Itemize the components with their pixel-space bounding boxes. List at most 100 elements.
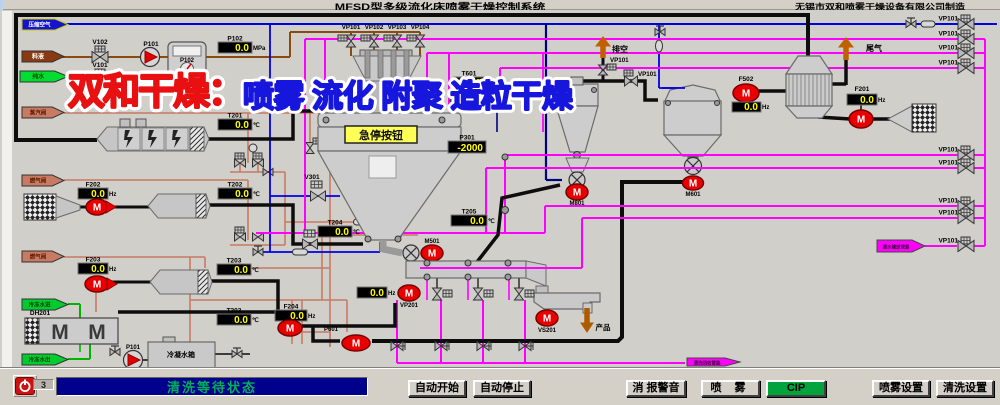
svg-text:0.0: 0.0 xyxy=(91,264,105,275)
svg-text:Hz: Hz xyxy=(109,192,116,198)
svg-text:℃: ℃ xyxy=(485,80,492,87)
svg-text:℃: ℃ xyxy=(252,317,259,324)
svg-text:P601: P601 xyxy=(324,327,339,333)
svg-text:VP101: VP101 xyxy=(938,160,958,167)
svg-text:T201: T201 xyxy=(228,113,243,120)
svg-text:F202: F202 xyxy=(86,182,101,189)
svg-text:M: M xyxy=(93,280,101,291)
svg-text:VP101: VP101 xyxy=(938,147,958,154)
svg-text:P301: P301 xyxy=(459,135,475,142)
svg-text:0.0: 0.0 xyxy=(744,102,758,113)
svg-text:T204: T204 xyxy=(328,220,343,227)
svg-text:T205: T205 xyxy=(462,209,477,216)
svg-text:冷凝水箱: 冷凝水箱 xyxy=(167,350,195,359)
svg-text:M: M xyxy=(405,289,413,300)
svg-text:M: M xyxy=(51,321,69,344)
svg-text:M: M xyxy=(742,89,750,100)
svg-text:0.0: 0.0 xyxy=(335,227,349,238)
svg-text:燃气阀: 燃气阀 xyxy=(30,253,47,261)
svg-text:-2000: -2000 xyxy=(457,143,483,154)
svg-text:℃: ℃ xyxy=(353,229,360,236)
svg-text:V301: V301 xyxy=(304,174,320,181)
svg-text:冷冻水出: 冷冻水出 xyxy=(28,356,51,364)
svg-text:F502: F502 xyxy=(739,76,754,83)
svg-text:喷雾 流化 附聚 造粒干燥: 喷雾 流化 附聚 造粒干燥 xyxy=(243,79,574,114)
svg-text:T601: T601 xyxy=(462,71,477,78)
svg-text:Hz: Hz xyxy=(388,291,395,297)
svg-text:Hz: Hz xyxy=(878,98,885,104)
svg-text:F204: F204 xyxy=(284,304,299,311)
svg-text:VP102: VP102 xyxy=(365,24,384,31)
svg-text:M: M xyxy=(543,314,551,325)
svg-text:清洗回收管路: 清洗回收管路 xyxy=(694,359,721,366)
svg-text:M: M xyxy=(286,324,294,335)
svg-text:VP101: VP101 xyxy=(938,198,958,205)
svg-text:P102: P102 xyxy=(227,36,243,43)
svg-text:F203: F203 xyxy=(86,257,101,264)
svg-text:M501: M501 xyxy=(424,239,440,245)
svg-text:T203: T203 xyxy=(227,258,242,265)
svg-text:V101: V101 xyxy=(92,62,108,69)
svg-text:P101: P101 xyxy=(126,345,141,351)
svg-text:T203: T203 xyxy=(227,308,242,315)
svg-text:VP101: VP101 xyxy=(938,31,958,38)
svg-text:Hz: Hz xyxy=(762,105,769,111)
svg-text:蒸汽阀: 蒸汽阀 xyxy=(29,109,47,117)
svg-text:VP101: VP101 xyxy=(610,57,629,64)
svg-text:0.0: 0.0 xyxy=(234,265,248,276)
svg-text:℃: ℃ xyxy=(488,218,495,225)
svg-text:0.0: 0.0 xyxy=(370,288,384,299)
svg-text:0.0: 0.0 xyxy=(91,189,105,200)
svg-text:VP201: VP201 xyxy=(400,303,419,309)
svg-text:DH201: DH201 xyxy=(30,310,51,317)
svg-text:VP101: VP101 xyxy=(938,238,958,245)
svg-text:VS201: VS201 xyxy=(538,328,557,334)
svg-text:VP101: VP101 xyxy=(938,210,958,217)
svg-text:燃气阀: 燃气阀 xyxy=(30,177,47,185)
svg-text:0.0: 0.0 xyxy=(470,216,484,227)
svg-text:VP101: VP101 xyxy=(938,60,958,67)
svg-text:纯水: 纯水 xyxy=(32,73,45,81)
svg-text:冷冻水进: 冷冻水进 xyxy=(28,301,51,309)
svg-text:M: M xyxy=(857,115,865,126)
svg-text:0.0: 0.0 xyxy=(235,43,249,54)
svg-text:M: M xyxy=(88,321,106,344)
svg-text:料液: 料液 xyxy=(32,53,45,61)
svg-text:P101: P101 xyxy=(143,41,159,48)
svg-text:0.0: 0.0 xyxy=(467,78,481,89)
svg-text:M: M xyxy=(352,339,360,350)
svg-text:M: M xyxy=(573,188,581,199)
svg-text:℃: ℃ xyxy=(253,122,260,129)
svg-text:尾气: 尾气 xyxy=(865,43,882,53)
svg-text:MPa: MPa xyxy=(253,46,266,52)
svg-text:M: M xyxy=(689,179,697,190)
svg-text:排空: 排空 xyxy=(612,44,628,54)
svg-text:双和干燥：: 双和干燥： xyxy=(68,71,243,112)
svg-text:M601: M601 xyxy=(685,192,701,198)
svg-text:0.0: 0.0 xyxy=(290,311,304,322)
svg-text:T202: T202 xyxy=(228,182,243,189)
svg-text:M: M xyxy=(428,249,436,260)
svg-text:P102: P102 xyxy=(180,58,195,64)
svg-text:产品: 产品 xyxy=(596,322,611,332)
svg-text:0.0: 0.0 xyxy=(235,189,249,200)
svg-text:V102: V102 xyxy=(92,39,108,46)
svg-text:℃: ℃ xyxy=(252,267,259,274)
svg-text:VP103: VP103 xyxy=(388,24,407,31)
svg-text:双和干燥：: 双和干燥： xyxy=(68,71,243,112)
svg-text:VP101: VP101 xyxy=(938,16,958,23)
svg-text:Hz: Hz xyxy=(109,267,116,273)
svg-text:M: M xyxy=(93,203,101,214)
svg-text:清水输送管路: 清水输送管路 xyxy=(883,244,910,251)
svg-text:0.0: 0.0 xyxy=(860,95,874,106)
svg-text:VP101: VP101 xyxy=(342,24,361,31)
svg-text:Hz: Hz xyxy=(308,314,315,320)
svg-text:℃: ℃ xyxy=(253,191,260,198)
svg-text:0.0: 0.0 xyxy=(234,315,248,326)
svg-text:VP101: VP101 xyxy=(638,71,657,78)
svg-text:VP104: VP104 xyxy=(411,24,430,31)
svg-text:F201: F201 xyxy=(855,86,870,93)
svg-text:喷雾 流化 附聚 造粒干燥: 喷雾 流化 附聚 造粒干燥 xyxy=(243,79,574,114)
svg-text:0.0: 0.0 xyxy=(235,120,249,131)
svg-text:急停按钮: 急停按钮 xyxy=(359,128,403,142)
